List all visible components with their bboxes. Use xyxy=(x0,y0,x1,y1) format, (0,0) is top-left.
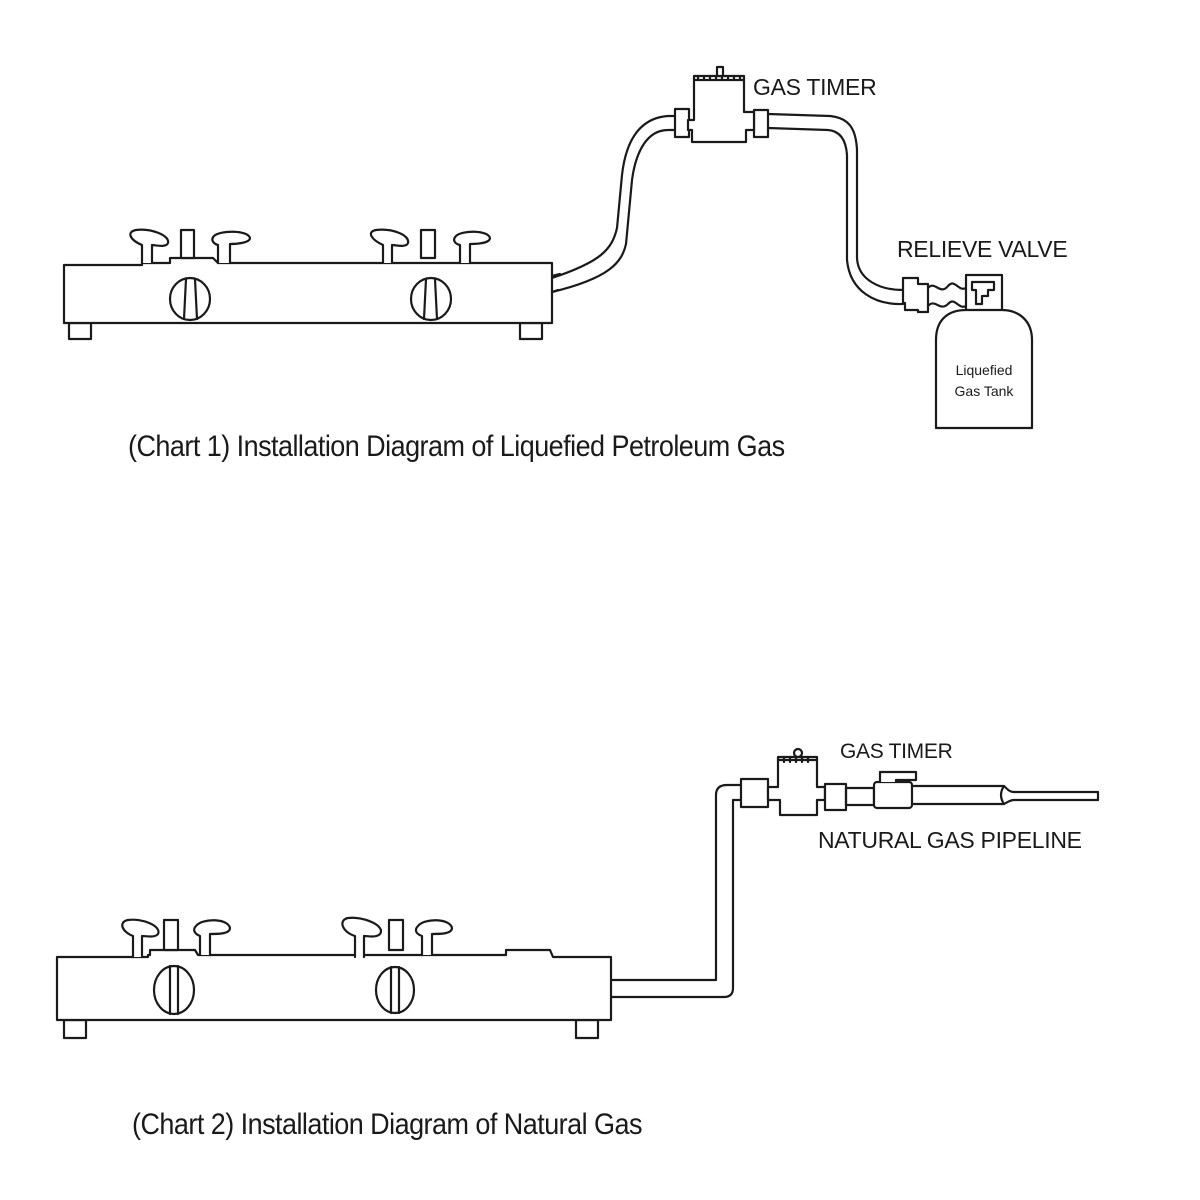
burner-nozzle xyxy=(419,228,437,260)
stove-1 xyxy=(62,228,562,341)
tank-label: Liquefied Gas Tank xyxy=(934,360,1034,402)
burner-nozzle xyxy=(387,918,405,952)
control-knob-icon xyxy=(374,965,416,1015)
burner-1 xyxy=(129,228,252,322)
chart1-caption: (Chart 1) Installation Diagram of Liquef… xyxy=(128,430,785,463)
pot-support-icon xyxy=(414,919,454,957)
valve-spring-top xyxy=(926,282,968,291)
relieve-valve-label: RELIEVE VALVE xyxy=(897,236,1068,262)
shutoff-valve-body xyxy=(872,780,914,810)
gas-timer-1 xyxy=(673,65,770,144)
hose-stove-to-timer xyxy=(550,114,678,294)
chart2-caption: (Chart 2) Installation Diagram of Natura… xyxy=(132,1108,642,1141)
regulator-stem xyxy=(970,280,996,306)
natural-gas-pipeline-label: NATURAL GAS PIPELINE xyxy=(818,827,1082,853)
control-knob-icon xyxy=(168,276,212,322)
stove-foot-right xyxy=(574,1018,600,1040)
pot-support-icon xyxy=(211,230,252,265)
timer-coupling-left xyxy=(739,777,770,809)
stove-body xyxy=(55,948,613,1022)
pot-support-icon xyxy=(193,919,232,957)
chart2-diagram xyxy=(55,747,1100,1040)
timer-coupling-right xyxy=(823,782,848,812)
control-knob-icon xyxy=(409,276,453,322)
tank-label-line1: Liquefied xyxy=(955,362,1013,378)
tank-label-line2: Gas Tank xyxy=(954,383,1014,399)
pipe-segment xyxy=(844,786,876,807)
shutoff-valve-lever xyxy=(878,770,918,784)
pipeline-tip xyxy=(1002,784,1100,806)
pipe-stove-to-timer xyxy=(609,783,743,999)
timer-body xyxy=(686,74,756,144)
pot-support-icon xyxy=(341,916,383,959)
pot-support-icon xyxy=(453,230,492,265)
valve-fitting xyxy=(901,276,930,314)
gas-timer-label-2: GAS TIMER xyxy=(840,740,953,763)
liquefied-gas-tank xyxy=(934,308,1034,430)
tank-body xyxy=(934,308,1034,430)
burner-2 xyxy=(341,916,454,1015)
stove-foot-left xyxy=(67,321,93,341)
timer-knob xyxy=(715,65,725,78)
gas-timer-label-1: GAS TIMER xyxy=(753,74,877,100)
timer-knob xyxy=(792,747,804,759)
chart1-diagram xyxy=(62,65,1034,430)
stove-foot-right xyxy=(518,321,544,341)
pot-support-icon xyxy=(369,228,410,265)
burner-nozzle xyxy=(162,918,180,952)
pipeline-hose xyxy=(910,784,1006,806)
stove-foot-left xyxy=(62,1018,88,1040)
valve-spring-bottom xyxy=(926,300,968,308)
burner-2 xyxy=(369,228,492,322)
hose-timer-to-valve xyxy=(766,112,905,306)
pot-support-icon xyxy=(121,918,160,959)
burner-nozzle xyxy=(179,228,196,260)
control-knob-icon xyxy=(152,964,196,1016)
timer-body xyxy=(766,755,827,817)
pot-support-icon xyxy=(129,228,170,265)
timer-coupling-right xyxy=(752,108,770,139)
timer-dial-ticks xyxy=(692,74,746,82)
relieve-valve xyxy=(901,273,1004,314)
burner-1 xyxy=(121,918,232,1016)
gas-timer-2 xyxy=(739,747,1100,817)
stove-2 xyxy=(55,916,613,1040)
stove-body xyxy=(62,256,554,325)
